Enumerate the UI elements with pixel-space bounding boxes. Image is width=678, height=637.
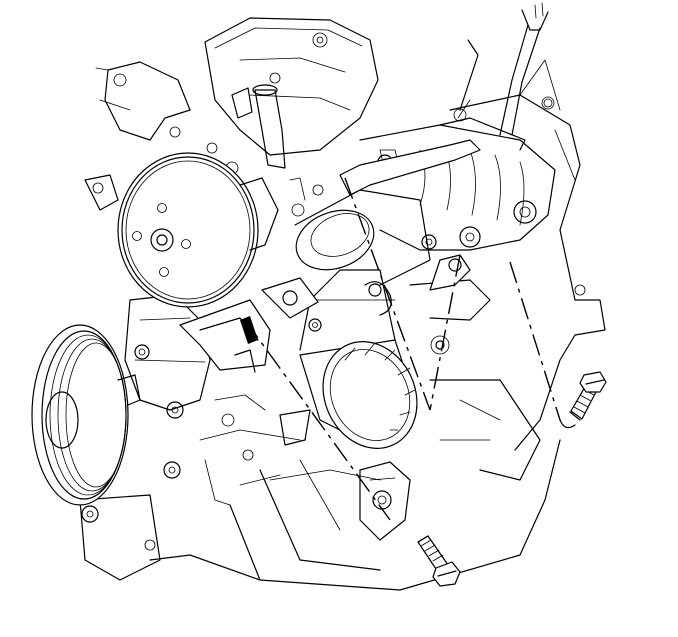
mounting-bracket <box>179 139 481 541</box>
water-pump-pulley <box>117 152 279 308</box>
crankshaft-pulley <box>31 324 141 506</box>
upper-bolt <box>569 371 607 421</box>
oil-filter <box>294 189 437 449</box>
alignment-lines <box>244 177 576 521</box>
engine-block <box>79 2 606 591</box>
lower-bolt <box>417 535 461 587</box>
